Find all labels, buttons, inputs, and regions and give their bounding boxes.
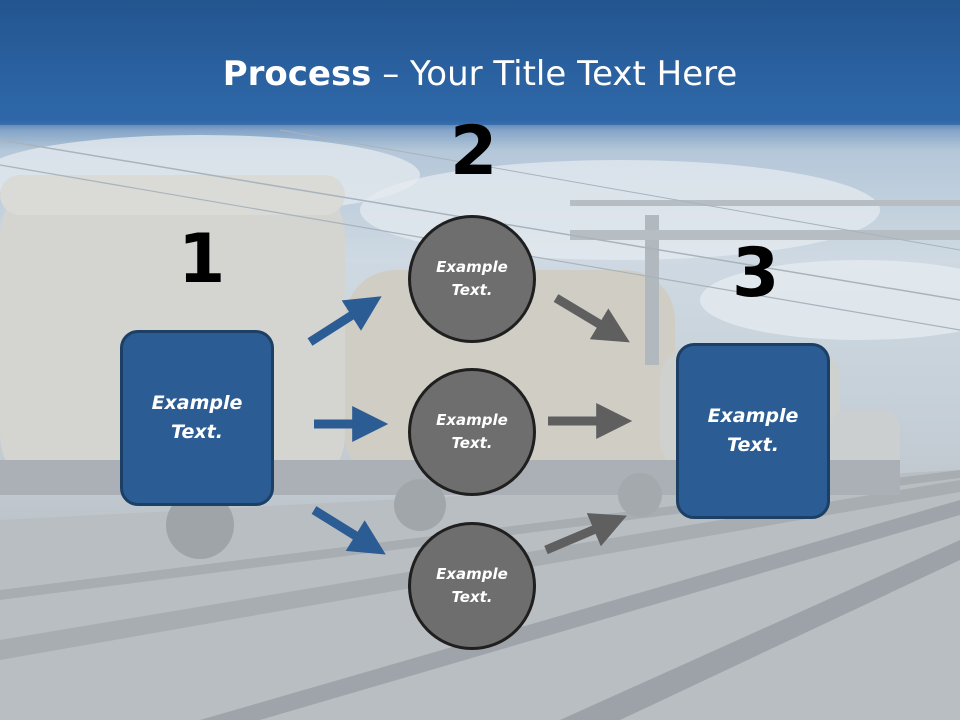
title-bold: Process — [222, 54, 372, 94]
left-box-line2: Text. — [171, 421, 223, 443]
circle-top-line1: Example — [436, 258, 508, 276]
title-band — [0, 0, 960, 130]
right-box-line2: Text. — [727, 434, 779, 456]
arrow-gray-up — [544, 513, 627, 555]
circle-middle-line2: Text. — [451, 434, 493, 452]
arrow-blue-down — [311, 506, 386, 555]
arrow-gray-down — [553, 294, 630, 343]
left-box-line1: Example — [151, 392, 243, 414]
step-number-1: 1 — [178, 220, 226, 299]
circle-top-line2: Text. — [451, 281, 493, 299]
title-rest: – Your Title Text Here — [371, 54, 738, 94]
circle-bottom-line2: Text. — [451, 588, 493, 606]
circle-bottom-line1: Example — [436, 565, 508, 583]
slide-title: Process – Your Title Text Here — [0, 54, 960, 94]
step-number-2: 2 — [450, 112, 498, 191]
circle-middle-line1: Example — [436, 411, 508, 429]
arrow-blue-up — [307, 296, 382, 346]
step-number-3: 3 — [732, 234, 780, 313]
right-box-line1: Example — [707, 405, 799, 427]
